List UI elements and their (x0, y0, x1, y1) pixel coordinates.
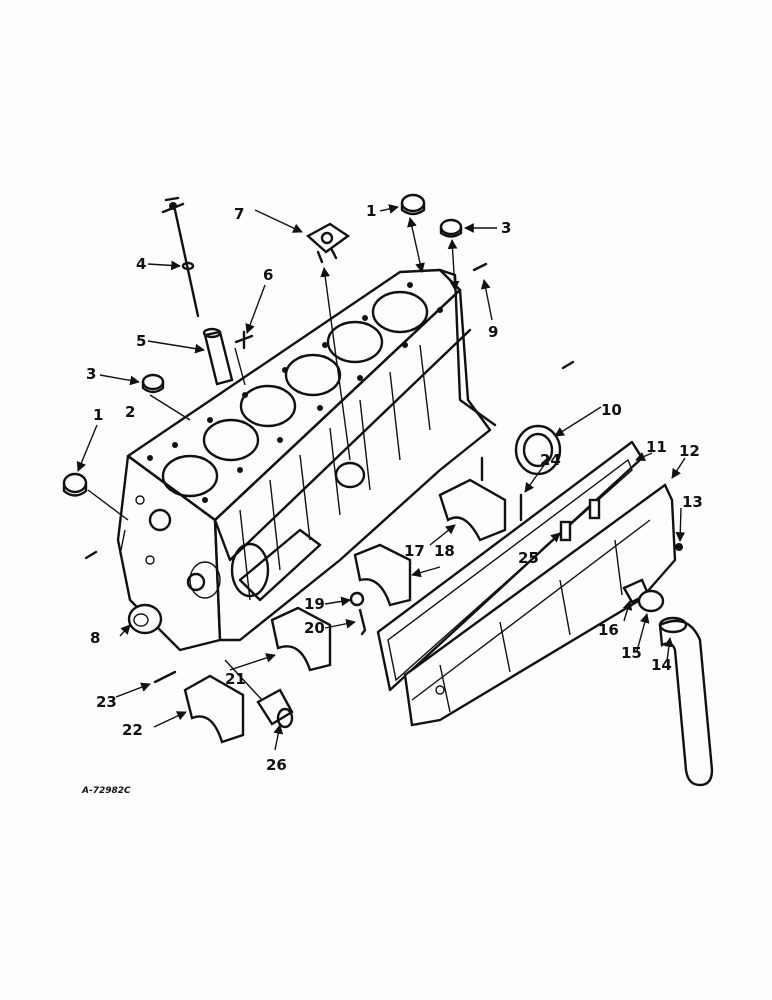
callout-1-left: 1 (93, 406, 103, 424)
callout-2: 2 (125, 403, 135, 421)
bearing-cap-17 (438, 478, 507, 542)
bushing-26 (256, 688, 294, 729)
dowel-right (561, 360, 575, 370)
gasket-15 (637, 589, 665, 613)
leader-arrows (76, 204, 686, 751)
callout-14: 14 (651, 656, 672, 674)
washer-19 (349, 591, 365, 607)
callout-15: 15 (621, 644, 642, 662)
oil-pan (403, 483, 677, 727)
callout-19: 19 (304, 595, 325, 613)
bearing-cap-22 (183, 674, 245, 744)
callout-labels: 1 3 7 4 6 5 3 1 2 9 10 11 12 13 24 17 18… (86, 202, 703, 774)
expansion-plug-left (62, 472, 88, 497)
bearing-cap-18 (353, 543, 412, 607)
callout-7: 7 (234, 205, 244, 223)
callout-22: 22 (122, 721, 143, 739)
callout-10: 10 (601, 401, 622, 419)
callout-12: 12 (679, 442, 700, 460)
callout-18: 18 (434, 542, 455, 560)
filter-adapter (305, 222, 351, 264)
callout-3-top: 3 (501, 219, 511, 237)
callout-25: 25 (518, 549, 539, 567)
callout-1-top: 1 (366, 202, 376, 220)
callout-26: 26 (266, 756, 287, 774)
plug-top-right (439, 218, 463, 238)
callout-20: 20 (304, 619, 325, 637)
callout-9: 9 (488, 323, 498, 341)
callout-4: 4 (136, 255, 146, 273)
suction-tube (658, 616, 714, 787)
oil-pan-clips (559, 498, 601, 542)
callout-8: 8 (90, 629, 100, 647)
plug-pin-6 (234, 330, 254, 350)
callout-11: 11 (646, 438, 667, 456)
dipstick-tube (202, 327, 234, 386)
stud-23 (153, 670, 177, 684)
dowel-pin-9 (472, 262, 488, 272)
cylinder-block (116, 268, 497, 652)
callout-17: 17 (404, 542, 425, 560)
long-leaders (87, 217, 460, 701)
drawing-reference-code: A-72982C (81, 786, 131, 796)
drain-plug (675, 543, 683, 551)
callout-21: 21 (225, 670, 246, 688)
expansion-plug-top (400, 193, 426, 216)
callout-24: 24 (540, 451, 561, 469)
callout-13: 13 (682, 493, 703, 511)
callout-6: 6 (263, 266, 273, 284)
bearing-cap-21 (270, 606, 332, 672)
camshaft-bushing (127, 603, 163, 635)
callout-5: 5 (136, 332, 146, 350)
dowel-left (84, 550, 98, 560)
callout-23: 23 (96, 693, 117, 711)
callout-3-left: 3 (86, 365, 96, 383)
callout-16: 16 (598, 621, 619, 639)
bolt-20 (358, 608, 367, 636)
plug-left (141, 373, 165, 394)
dipstick (161, 196, 200, 318)
